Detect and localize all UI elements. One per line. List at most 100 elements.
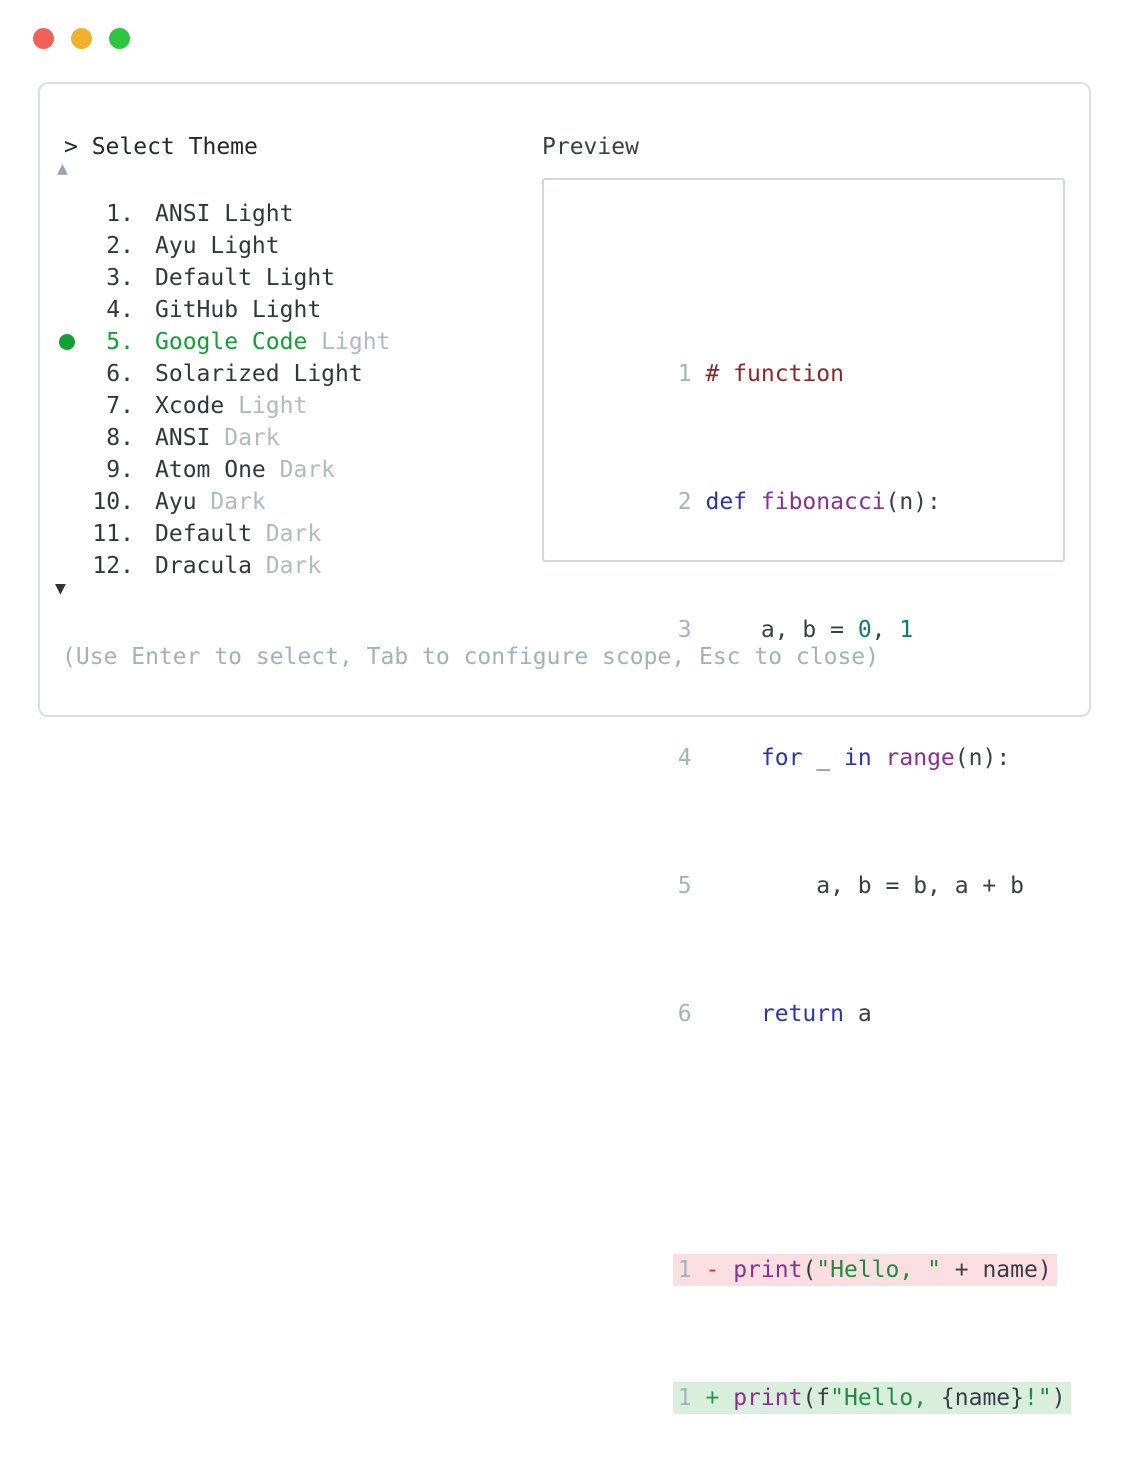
line-number: 4 — [677, 745, 692, 771]
diff-plus-icon: + — [705, 1385, 720, 1411]
theme-number: 5. — [106, 329, 134, 355]
theme-item[interactable]: 2. Ayu Light — [58, 230, 390, 262]
theme-item[interactable]: 12. Dracula Dark — [58, 550, 390, 582]
token-number-literal: 1 — [899, 617, 914, 643]
minimize-window-icon[interactable] — [71, 28, 92, 49]
theme-variant: Light — [210, 233, 280, 259]
theme-name: Ayu — [155, 489, 197, 515]
token-plain: a, b = b, a + b — [705, 873, 1024, 899]
bullet-slot — [58, 454, 92, 486]
theme-number: 12. — [92, 553, 134, 579]
theme-list: 1. ANSI Light 2. Ayu Light 3. Default Li… — [58, 198, 390, 582]
code-line: 6 return a — [567, 966, 1071, 1027]
theme-item[interactable]: 9. Atom One Dark — [58, 454, 390, 486]
theme-picker-panel: > Select Theme ▲ 1. ANSI Light 2. Ayu Li… — [38, 82, 1091, 1414]
token-plain: a, b = — [705, 617, 858, 643]
line-number: 6 — [677, 1001, 692, 1027]
token-function: print — [733, 1257, 803, 1283]
token-plain: (n): — [954, 745, 1011, 771]
theme-variant: Dark — [265, 521, 322, 547]
theme-variant: Light — [224, 201, 294, 227]
theme-number: 7. — [106, 393, 134, 419]
theme-name: Xcode — [155, 393, 225, 419]
theme-name: Google Code — [155, 329, 308, 355]
scroll-down-icon[interactable]: ▼ — [55, 578, 66, 599]
theme-number: 9. — [106, 457, 134, 483]
token-plain: + name) — [940, 1257, 1052, 1283]
theme-item[interactable]: 1. ANSI Light — [58, 198, 390, 230]
token-plain: ) — [1051, 1385, 1066, 1411]
theme-name: Default — [155, 265, 252, 291]
token-plain — [747, 489, 761, 515]
token-string: "Hello, — [830, 1385, 941, 1411]
theme-item[interactable]: 11. Default Dark — [58, 518, 390, 550]
bullet-slot — [58, 326, 92, 358]
theme-number: 3. — [106, 265, 134, 291]
line-number: 5 — [677, 873, 692, 899]
token-keyword: def — [705, 489, 748, 515]
line-number: 1 — [677, 1385, 692, 1411]
line-number: 1 — [677, 1257, 692, 1283]
theme-number: 2. — [106, 233, 134, 259]
token-plain: ( — [802, 1257, 817, 1283]
theme-number: 10. — [92, 489, 134, 515]
theme-item[interactable]: 7. Xcode Light — [58, 390, 390, 422]
theme-variant: Dark — [210, 489, 266, 515]
selected-bullet-icon — [59, 334, 75, 350]
token-plain: , — [871, 617, 900, 643]
bullet-slot — [58, 262, 92, 294]
token-string: "Hello, " — [816, 1257, 941, 1283]
bullet-slot — [58, 198, 92, 230]
theme-name: Atom One — [155, 457, 266, 483]
window-controls — [33, 28, 130, 49]
token-keyword: return — [760, 1001, 844, 1027]
bullet-slot — [58, 422, 92, 454]
bullet-slot — [58, 230, 92, 262]
bullet-slot — [58, 294, 92, 326]
diff-removed-chip: 1-print("Hello, " + name) — [672, 1254, 1057, 1286]
code-line: 3 a, b = 0, 1 — [567, 582, 1071, 643]
preview-label: Preview — [542, 134, 639, 160]
token-function: fibonacci — [760, 489, 886, 515]
scroll-up-icon[interactable]: ▲ — [57, 158, 68, 179]
token-comment: # function — [705, 361, 844, 387]
code-line: 1# function — [567, 326, 1071, 387]
theme-item[interactable]: 8. ANSI Dark — [58, 422, 390, 454]
theme-variant: Light — [321, 329, 391, 355]
token-plain — [705, 745, 760, 771]
theme-variant: Dark — [265, 553, 322, 579]
maximize-window-icon[interactable] — [109, 28, 130, 49]
theme-number: 11. — [92, 521, 134, 547]
diff-minus-icon: - — [705, 1257, 720, 1283]
theme-name: Solarized — [155, 361, 280, 387]
diff-added-chip: 1+print(f"Hello, {name}!") — [672, 1382, 1071, 1414]
token-plain — [705, 1001, 760, 1027]
theme-item[interactable]: 4. GitHub Light — [58, 294, 390, 326]
theme-name: Dracula — [155, 553, 252, 579]
token-plain: _ — [802, 745, 844, 771]
theme-name: ANSI — [155, 425, 211, 451]
close-window-icon[interactable] — [33, 28, 54, 49]
theme-variant: Light — [238, 393, 308, 419]
theme-name: ANSI — [155, 201, 211, 227]
token-string: !" — [1024, 1385, 1052, 1411]
theme-name: Default — [155, 521, 252, 547]
keyboard-hint: (Use Enter to select, Tab to configure s… — [62, 644, 879, 670]
theme-item-selected[interactable]: 5. Google Code Light — [58, 326, 390, 358]
code-line: 5 a, b = b, a + b — [567, 838, 1071, 899]
theme-number: 4. — [106, 297, 134, 323]
line-number: 2 — [677, 489, 692, 515]
token-function: range — [885, 745, 955, 771]
theme-variant: Light — [251, 297, 322, 323]
theme-item[interactable]: 3. Default Light — [58, 262, 390, 294]
theme-name: Ayu — [155, 233, 197, 259]
theme-variant: Dark — [279, 457, 336, 483]
theme-item[interactable]: 10. Ayu Dark — [58, 486, 390, 518]
token-keyword: for — [760, 745, 803, 771]
theme-number: 8. — [106, 425, 134, 451]
theme-item[interactable]: 6. Solarized Light — [58, 358, 390, 390]
token-plain: (f — [802, 1385, 831, 1411]
theme-variant: Light — [293, 361, 363, 387]
